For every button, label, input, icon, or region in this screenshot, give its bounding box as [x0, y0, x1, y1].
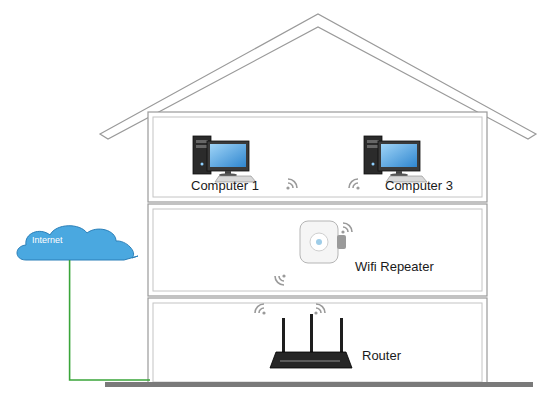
wifi-signal	[314, 304, 325, 315]
router-body	[270, 352, 352, 368]
cloud-outline	[17, 226, 138, 260]
cloud-shape	[12, 222, 140, 264]
repeater-node: Wifi Repeater	[290, 215, 465, 280]
ground-line	[105, 382, 533, 387]
ground-floor	[148, 298, 487, 384]
router-antenna	[282, 318, 285, 354]
computer-icon	[364, 136, 427, 182]
repeater-body	[300, 221, 338, 263]
node-label: Wifi Repeater	[355, 259, 434, 274]
node-label: Internet	[32, 235, 63, 245]
repeater-plug	[337, 235, 346, 249]
ground-floor-inner	[153, 303, 482, 382]
repeater-badge	[310, 233, 328, 251]
middle-floor-inner	[153, 209, 482, 291]
node-label: Computer 1	[191, 178, 259, 193]
router-antenna	[340, 318, 343, 354]
computer-node: Computer 3	[355, 130, 475, 196]
network-cable	[70, 260, 150, 380]
router-node: Router	[150, 300, 485, 384]
router-antenna	[310, 314, 313, 354]
router-icon	[270, 314, 352, 368]
wifi-signal	[341, 223, 352, 234]
wifi-signal	[275, 274, 286, 285]
node-label: Computer 3	[385, 178, 453, 193]
wifi-signal	[255, 304, 266, 315]
node-label: Router	[362, 348, 401, 363]
computer-node: Computer 1	[185, 130, 285, 196]
middle-floor	[148, 204, 487, 296]
wifi-signal	[286, 179, 297, 190]
top-floor-inner	[153, 117, 482, 197]
wifi-signal	[349, 179, 360, 190]
repeater-light	[316, 239, 322, 245]
internet-cloud: Internet	[12, 222, 140, 264]
top-floor	[148, 112, 487, 202]
router-lights	[280, 360, 340, 362]
repeater-icon	[300, 221, 346, 263]
computer-icon	[193, 136, 256, 182]
